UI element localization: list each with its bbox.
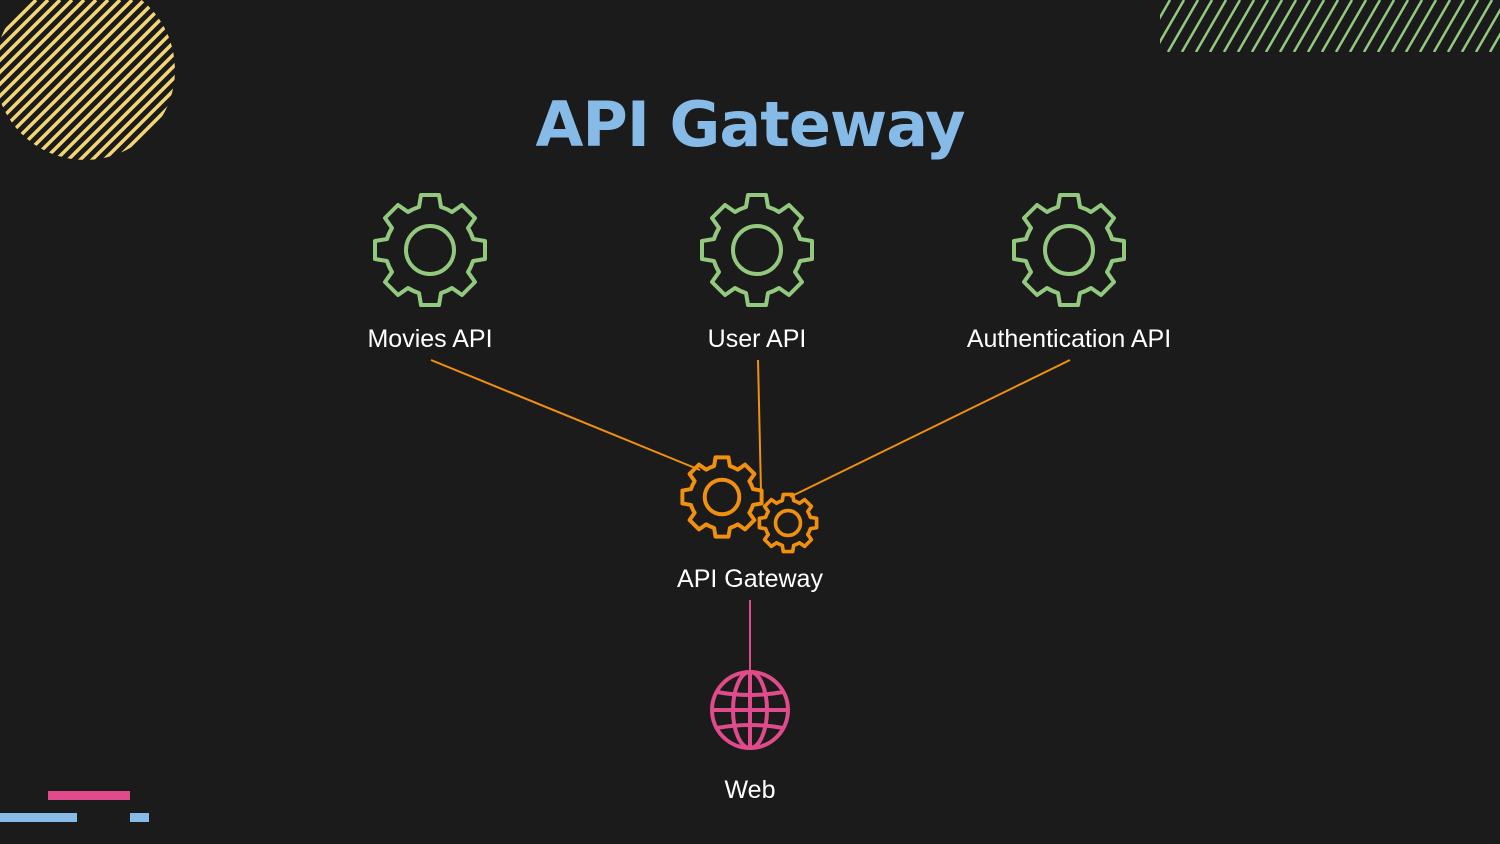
gears-icon <box>680 455 819 554</box>
page-title: API Gateway <box>535 88 965 161</box>
node-label-movies: Movies API <box>367 325 493 353</box>
node-label-user: User API <box>707 325 807 353</box>
edge-user-gateway <box>757 359 762 493</box>
gear-icon <box>1012 193 1126 307</box>
globe-icon <box>710 670 790 750</box>
edge-movies-gateway <box>430 359 701 471</box>
gear-icon <box>700 193 814 307</box>
decor-yellow-stripes <box>0 0 175 160</box>
node-label-web: Web <box>724 776 776 804</box>
node-label-auth: Authentication API <box>966 325 1172 353</box>
edge-auth-gateway <box>789 359 1071 498</box>
decor-bars <box>0 791 149 822</box>
gear-icon <box>373 193 487 307</box>
node-label-gateway: API Gateway <box>677 565 823 593</box>
decor-green-stripes <box>1160 0 1500 52</box>
